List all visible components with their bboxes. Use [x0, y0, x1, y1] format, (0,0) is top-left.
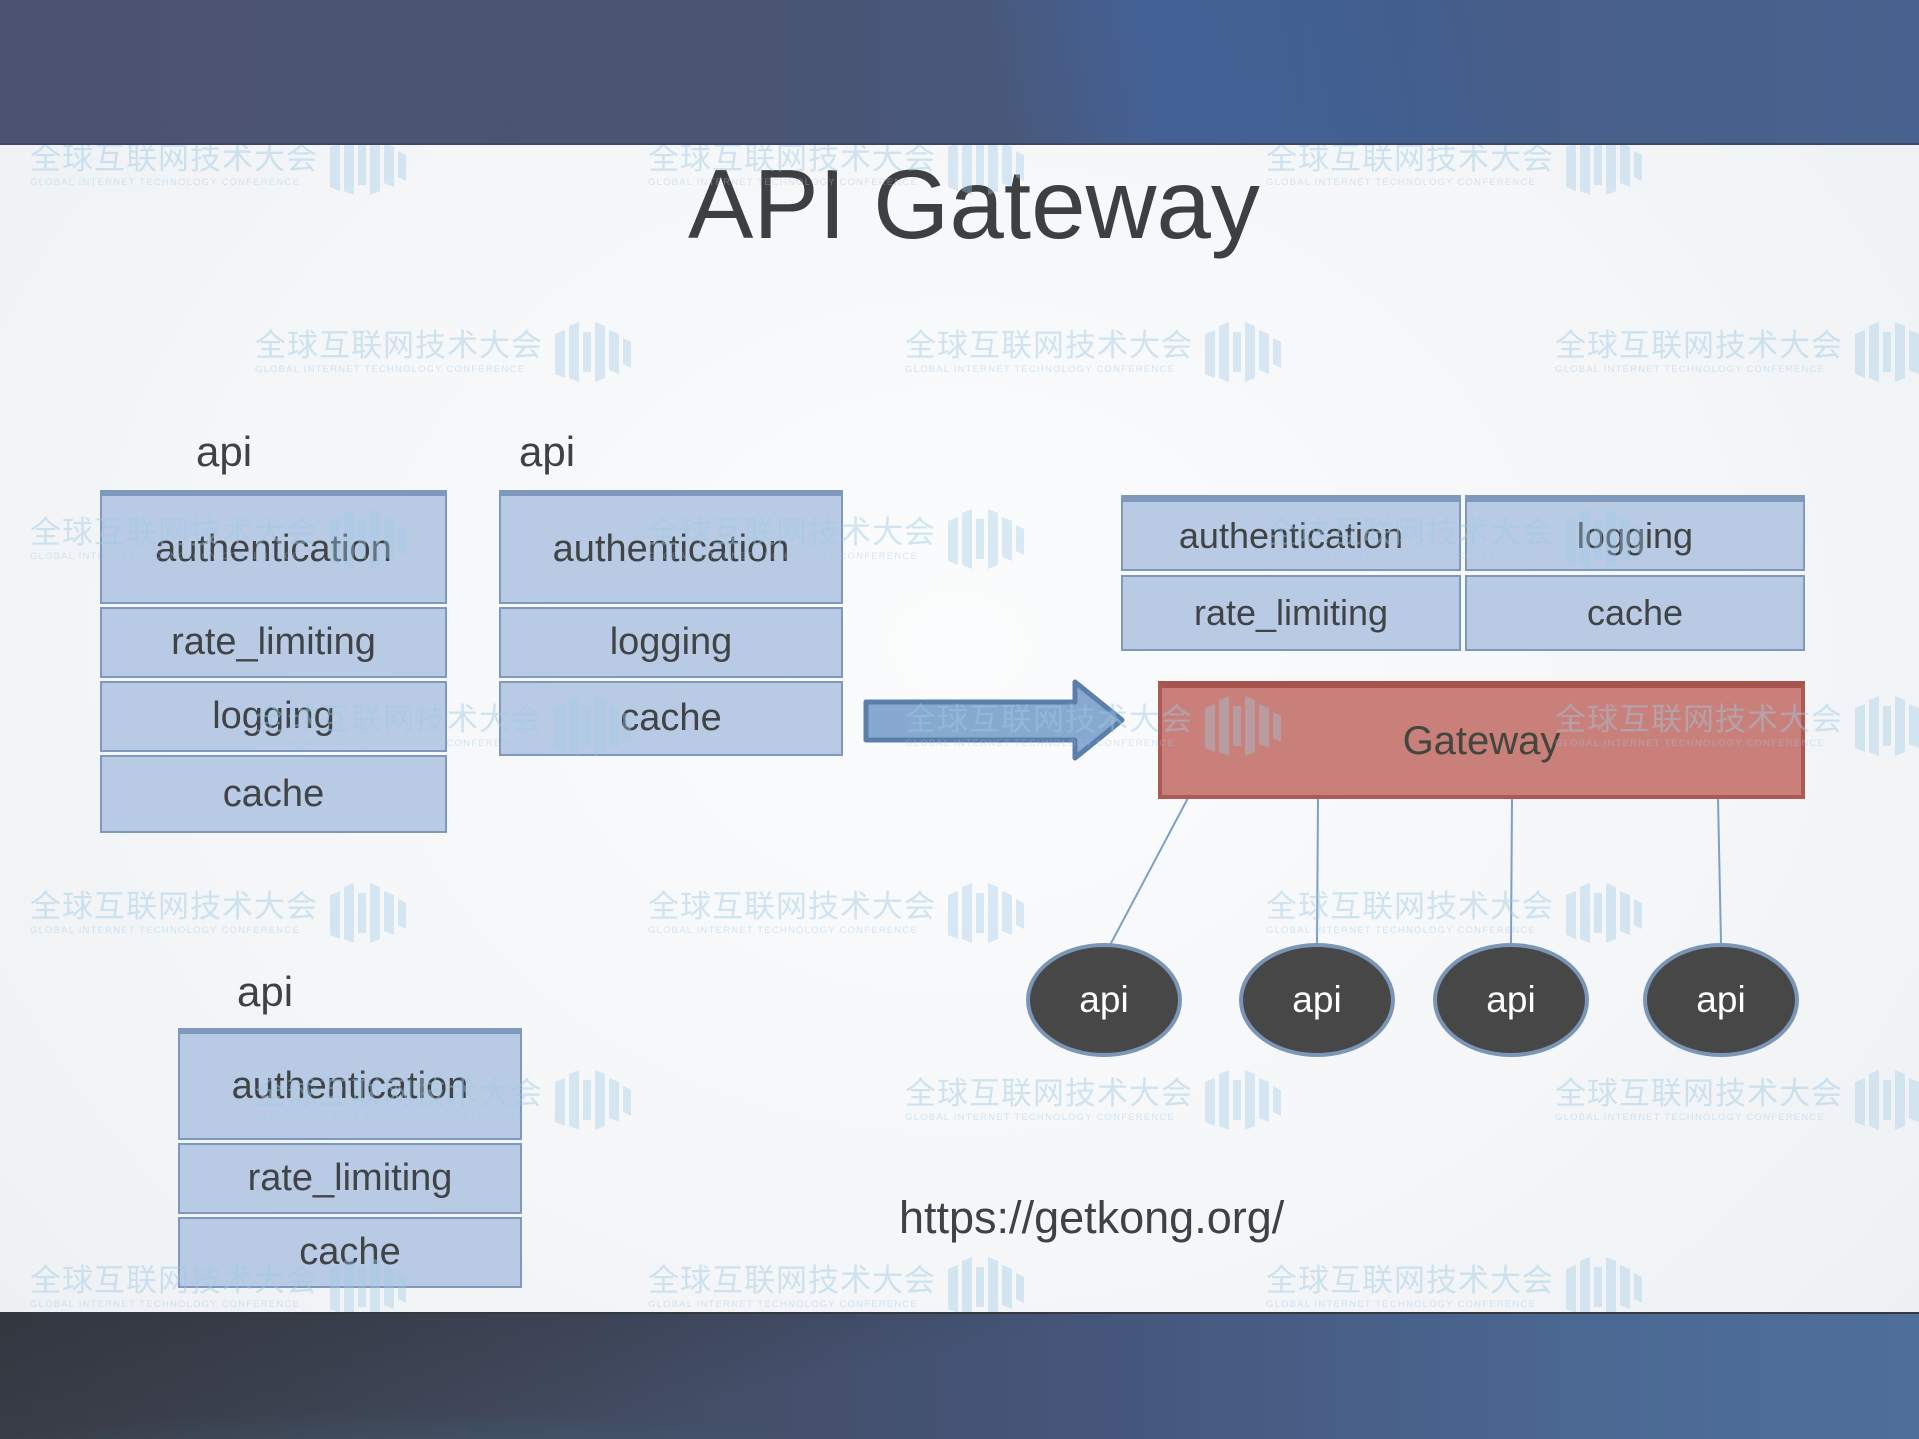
plugin-row-authentication: authentication [499, 490, 843, 604]
watermark-subtext: GLOBAL INTERNET TECHNOLOGY CONFERENCE [30, 1298, 300, 1310]
conference-logo-icon [1205, 1070, 1281, 1130]
conference-logo-icon [948, 883, 1024, 943]
right-arrow-icon [863, 679, 1125, 761]
watermark-text: 全球互联网技术大会 [30, 889, 318, 924]
watermark-text: 全球互联网技术大会 [1555, 1076, 1843, 1111]
watermark-subtext: GLOBAL INTERNET TECHNOLOGY CONFERENCE [648, 924, 918, 936]
api-node-2: api [1239, 943, 1395, 1057]
grid-cell-rate-limiting: rate_limiting [1121, 575, 1461, 651]
watermark-text: 全球互联网技术大会 [648, 889, 936, 924]
conference-logo-icon [948, 1257, 1024, 1317]
conference-logo-icon [555, 322, 631, 382]
watermark-subtext: GLOBAL INTERNET TECHNOLOGY CONFERENCE [1266, 176, 1536, 188]
top-banner [0, 0, 1919, 145]
conference-logo-icon [330, 883, 406, 943]
watermark-text: 全球互联网技术大会 [905, 328, 1193, 363]
api-stack-3: authentication rate_limiting cache [178, 1028, 522, 1288]
watermark-subtext: GLOBAL INTERNET TECHNOLOGY CONFERENCE [30, 924, 300, 936]
watermark-text: 全球互联网技术大会 [1266, 1263, 1554, 1298]
page-title: API Gateway [688, 149, 1260, 259]
plugin-row-rate-limiting: rate_limiting [178, 1143, 522, 1214]
watermark-subtext: GLOBAL INTERNET TECHNOLOGY CONFERENCE [1266, 1298, 1536, 1310]
watermark-subtext: GLOBAL INTERNET TECHNOLOGY CONFERENCE [648, 1298, 918, 1310]
grid-cell-cache: cache [1465, 575, 1805, 651]
watermark-text: 全球互联网技术大会 [905, 1076, 1193, 1111]
api-stack-1: authentication rate_limiting logging cac… [100, 490, 447, 833]
bottom-banner [0, 1312, 1919, 1439]
grid-cell-authentication: authentication [1121, 495, 1461, 571]
conference-logo-icon [948, 509, 1024, 569]
watermark-subtext: GLOBAL INTERNET TECHNOLOGY CONFERENCE [905, 1111, 1175, 1123]
plugin-row-authentication: authentication [100, 490, 447, 604]
conference-logo-icon [1566, 1257, 1642, 1317]
plugin-row-logging: logging [100, 681, 447, 752]
plugin-row-logging: logging [499, 607, 843, 678]
conference-logo-icon [1855, 1070, 1919, 1130]
plugin-row-rate-limiting: rate_limiting [100, 607, 447, 678]
kong-url-text: https://getkong.org/ [899, 1192, 1285, 1243]
plugin-row-authentication: authentication [178, 1028, 522, 1140]
plugin-row-cache: cache [499, 681, 843, 756]
watermark-subtext: GLOBAL INTERNET TECHNOLOGY CONFERENCE [1555, 363, 1825, 375]
conference-logo-icon [1855, 322, 1919, 382]
watermark-text: 全球互联网技术大会 [1555, 328, 1843, 363]
api-node-3: api [1433, 943, 1589, 1057]
watermark-text: 全球互联网技术大会 [30, 141, 318, 176]
grid-cell-logging: logging [1465, 495, 1805, 571]
plugin-row-cache: cache [178, 1217, 522, 1288]
watermark-subtext: GLOBAL INTERNET TECHNOLOGY CONFERENCE [255, 363, 525, 375]
api-stack-2: authentication logging cache [499, 490, 843, 756]
gateway-box: Gateway [1158, 681, 1805, 799]
watermark-text: 全球互联网技术大会 [1266, 141, 1554, 176]
api-node-1: api [1026, 943, 1182, 1057]
watermark-subtext: GLOBAL INTERNET TECHNOLOGY CONFERENCE [1555, 1111, 1825, 1123]
conference-logo-icon [1205, 322, 1281, 382]
connector-lines [1108, 797, 1722, 948]
api-stack1-label: api [196, 428, 253, 475]
watermark-subtext: GLOBAL INTERNET TECHNOLOGY CONFERENCE [905, 363, 1175, 375]
watermark-text: 全球互联网技术大会 [648, 1263, 936, 1298]
plugin-row-cache: cache [100, 755, 447, 833]
api-stack2-label: api [519, 428, 576, 475]
api-stack3-label: api [237, 968, 294, 1015]
api-node-4: api [1643, 943, 1799, 1057]
watermark-subtext: GLOBAL INTERNET TECHNOLOGY CONFERENCE [30, 176, 300, 188]
watermark-text: 全球互联网技术大会 [255, 328, 543, 363]
conference-logo-icon [1855, 696, 1919, 756]
plugin-grid: authentication logging rate_limiting cac… [1121, 495, 1805, 651]
conference-logo-icon [555, 1070, 631, 1130]
